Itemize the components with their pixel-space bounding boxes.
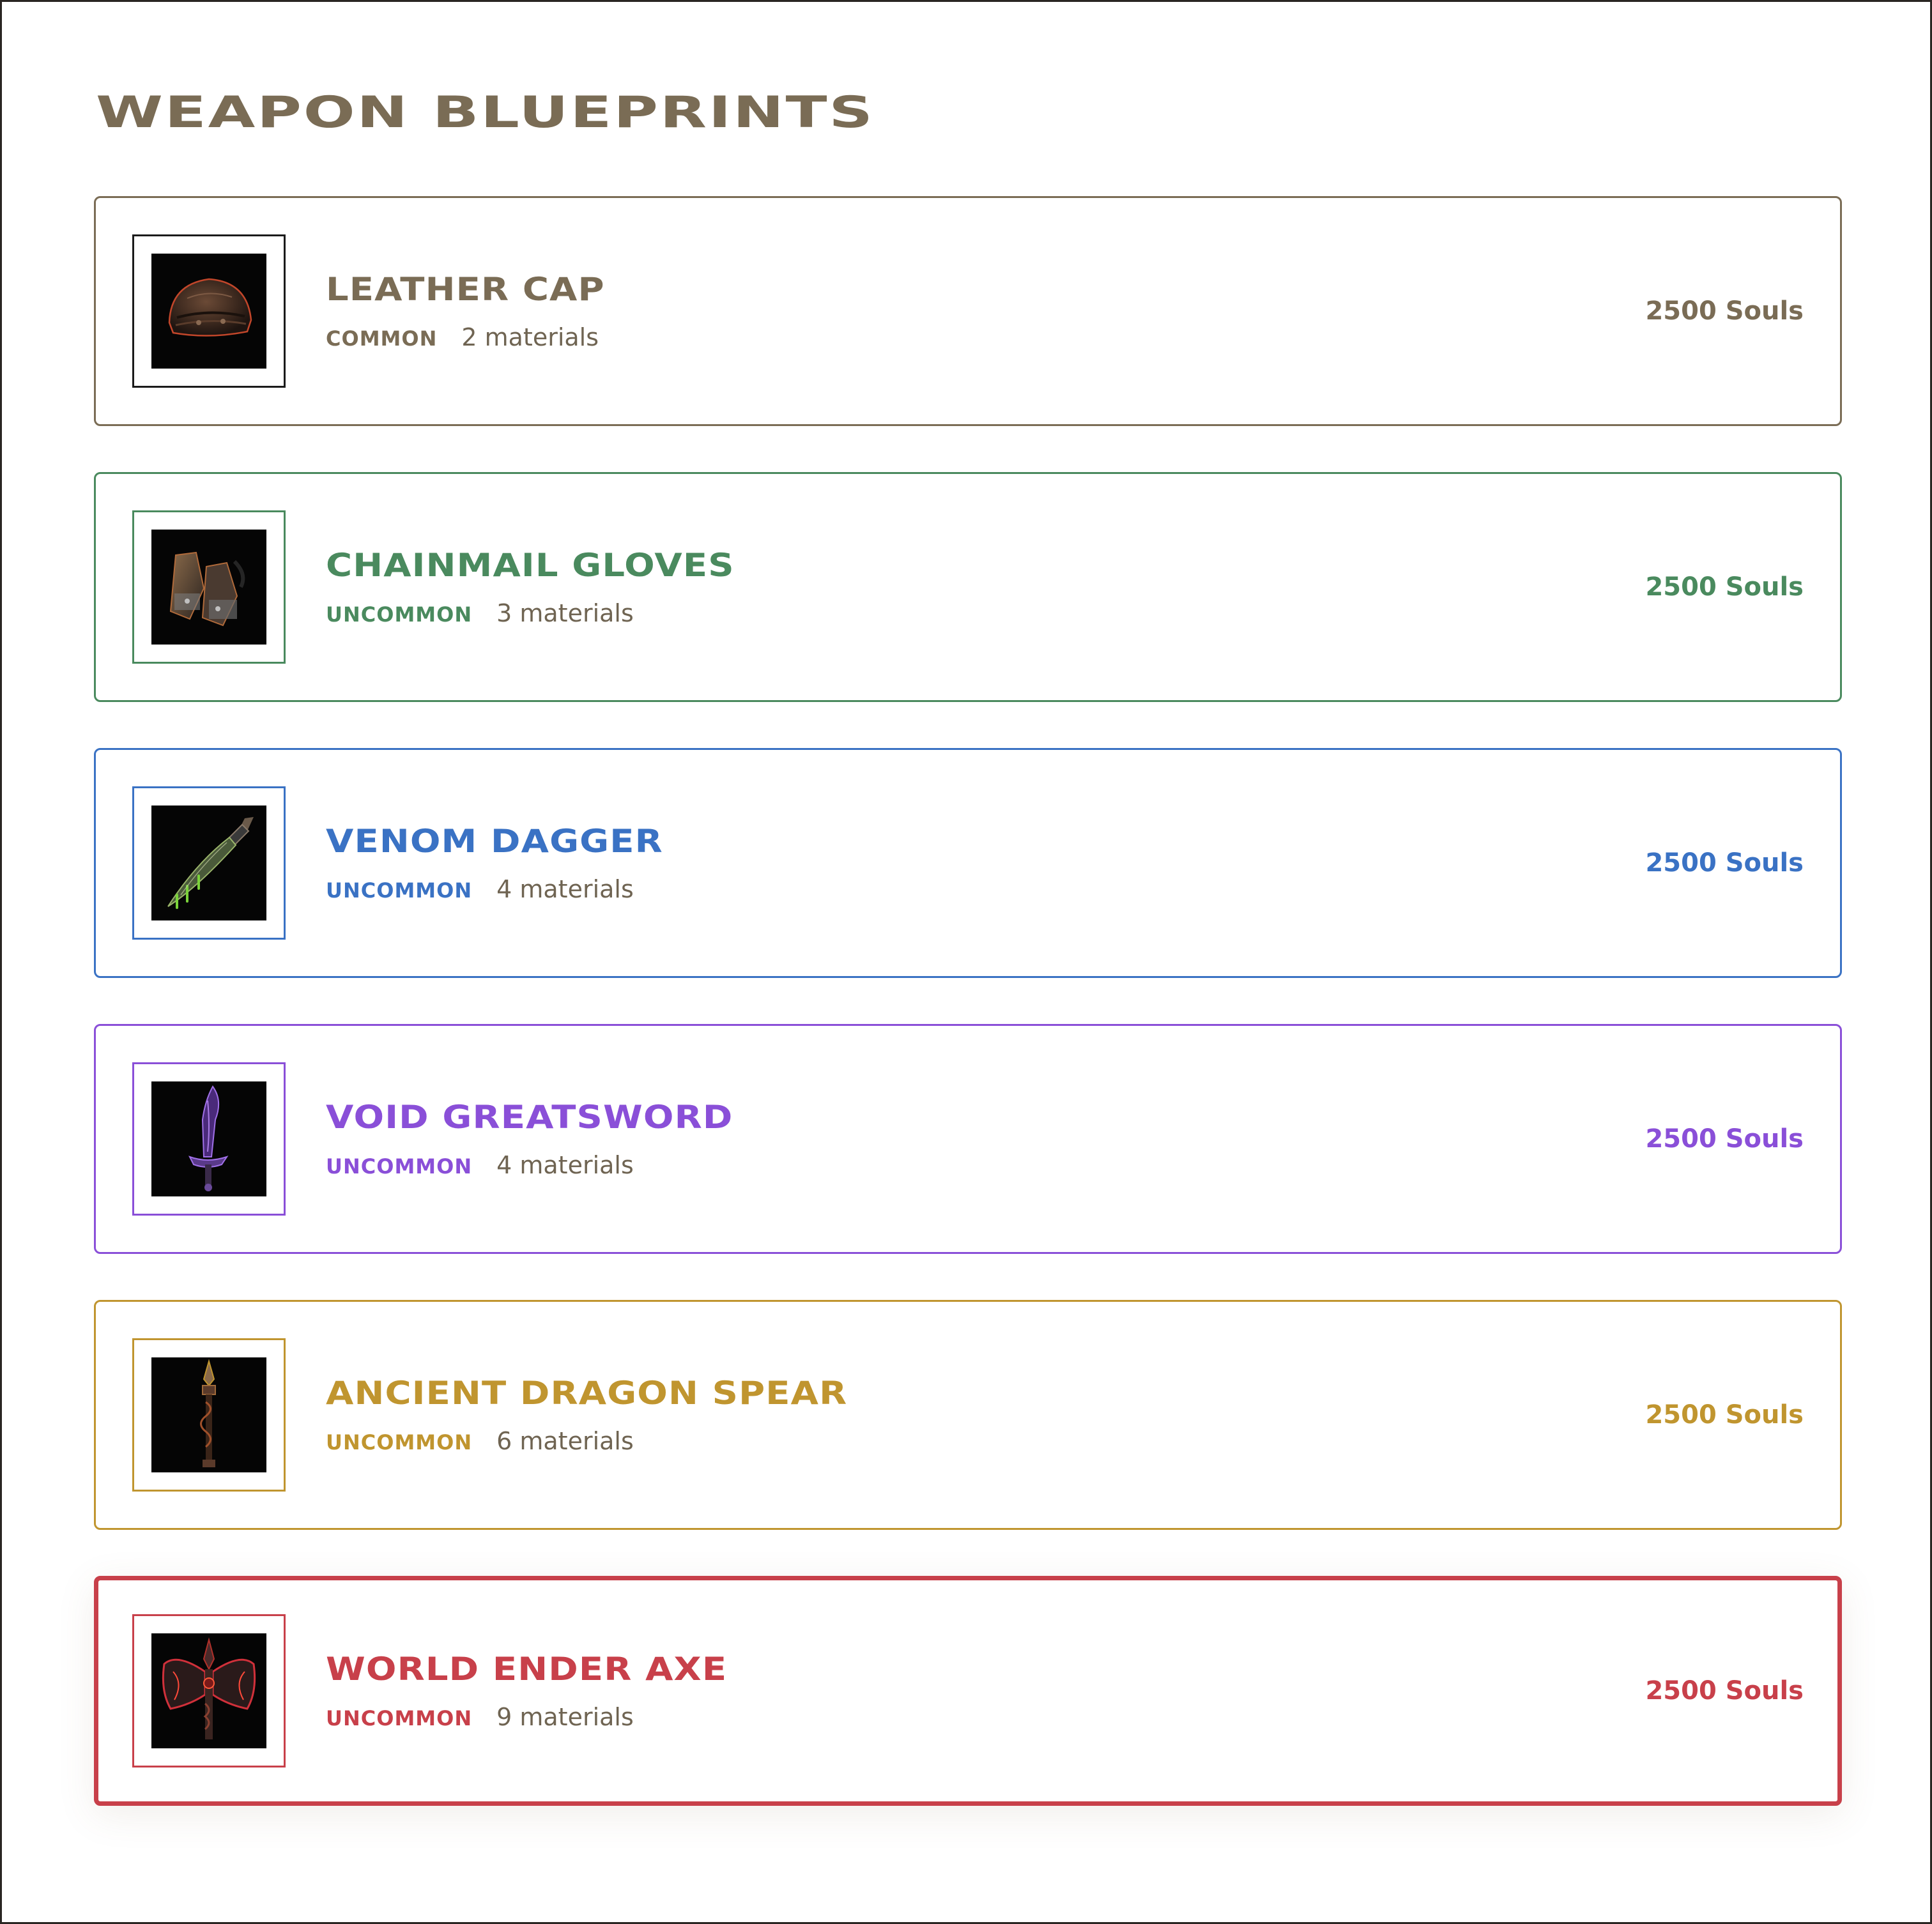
item-name: ANCIENT DRAGON SPEAR [326, 1375, 848, 1412]
rarity-label: UNCOMMON [326, 1430, 473, 1454]
item-thumbnail-frame [132, 786, 286, 940]
price-label: 2500 Souls [1645, 572, 1804, 602]
item-name: LEATHER CAP [326, 271, 605, 308]
item-meta: UNCOMMON 4 materials [326, 1151, 634, 1179]
price-label: 2500 Souls [1645, 848, 1804, 878]
item-name: CHAINMAIL GLOVES [326, 547, 735, 584]
item-thumbnail-frame [132, 1338, 286, 1492]
blueprint-card-chainmail-gloves[interactable]: CHAINMAIL GLOVES UNCOMMON 3 materials 25… [94, 472, 1842, 702]
rarity-label: UNCOMMON [326, 1706, 473, 1730]
item-meta: COMMON 2 materials [326, 323, 599, 351]
venom-dagger-icon [151, 805, 266, 920]
blueprint-card-world-ender-axe[interactable]: WORLD ENDER AXE UNCOMMON 9 materials 250… [94, 1576, 1842, 1806]
page-title: WEAPON BLUEPRINTS [96, 88, 875, 138]
materials-count: 9 materials [496, 1703, 634, 1731]
world-ender-axe-icon [151, 1633, 266, 1748]
item-meta: UNCOMMON 6 materials [326, 1427, 634, 1455]
price-label: 2500 Souls [1645, 1676, 1804, 1706]
rarity-label: UNCOMMON [326, 1154, 473, 1179]
leather-cap-icon [151, 254, 266, 369]
materials-count: 6 materials [496, 1427, 634, 1455]
rarity-label: COMMON [326, 326, 438, 351]
item-meta: UNCOMMON 9 materials [326, 1703, 634, 1731]
materials-count: 4 materials [496, 1151, 634, 1179]
materials-count: 2 materials [461, 323, 599, 351]
item-meta: UNCOMMON 3 materials [326, 599, 634, 627]
item-thumbnail-frame [132, 1614, 286, 1767]
blueprint-list: LEATHER CAP COMMON 2 materials 2500 Soul… [94, 196, 1842, 1852]
item-meta: UNCOMMON 4 materials [326, 875, 634, 903]
chainmail-gloves-icon [151, 530, 266, 645]
price-label: 2500 Souls [1645, 1400, 1804, 1430]
blueprint-card-void-greatsword[interactable]: VOID GREATSWORD UNCOMMON 4 materials 250… [94, 1024, 1842, 1254]
void-greatsword-icon [151, 1081, 266, 1196]
item-thumbnail-frame [132, 234, 286, 388]
rarity-label: UNCOMMON [326, 602, 473, 627]
ancient-dragon-spear-icon [151, 1357, 266, 1472]
blueprint-card-ancient-dragon-spear[interactable]: ANCIENT DRAGON SPEAR UNCOMMON 6 material… [94, 1300, 1842, 1530]
blueprint-card-leather-cap[interactable]: LEATHER CAP COMMON 2 materials 2500 Soul… [94, 196, 1842, 426]
materials-count: 3 materials [496, 599, 634, 627]
materials-count: 4 materials [496, 875, 634, 903]
item-name: VENOM DAGGER [326, 823, 663, 860]
price-label: 2500 Souls [1645, 296, 1804, 326]
item-name: VOID GREATSWORD [326, 1099, 733, 1136]
item-name: WORLD ENDER AXE [326, 1651, 728, 1688]
item-thumbnail-frame [132, 1062, 286, 1216]
item-thumbnail-frame [132, 510, 286, 664]
price-label: 2500 Souls [1645, 1124, 1804, 1154]
blueprint-card-venom-dagger[interactable]: VENOM DAGGER UNCOMMON 4 materials 2500 S… [94, 748, 1842, 978]
rarity-label: UNCOMMON [326, 878, 473, 903]
